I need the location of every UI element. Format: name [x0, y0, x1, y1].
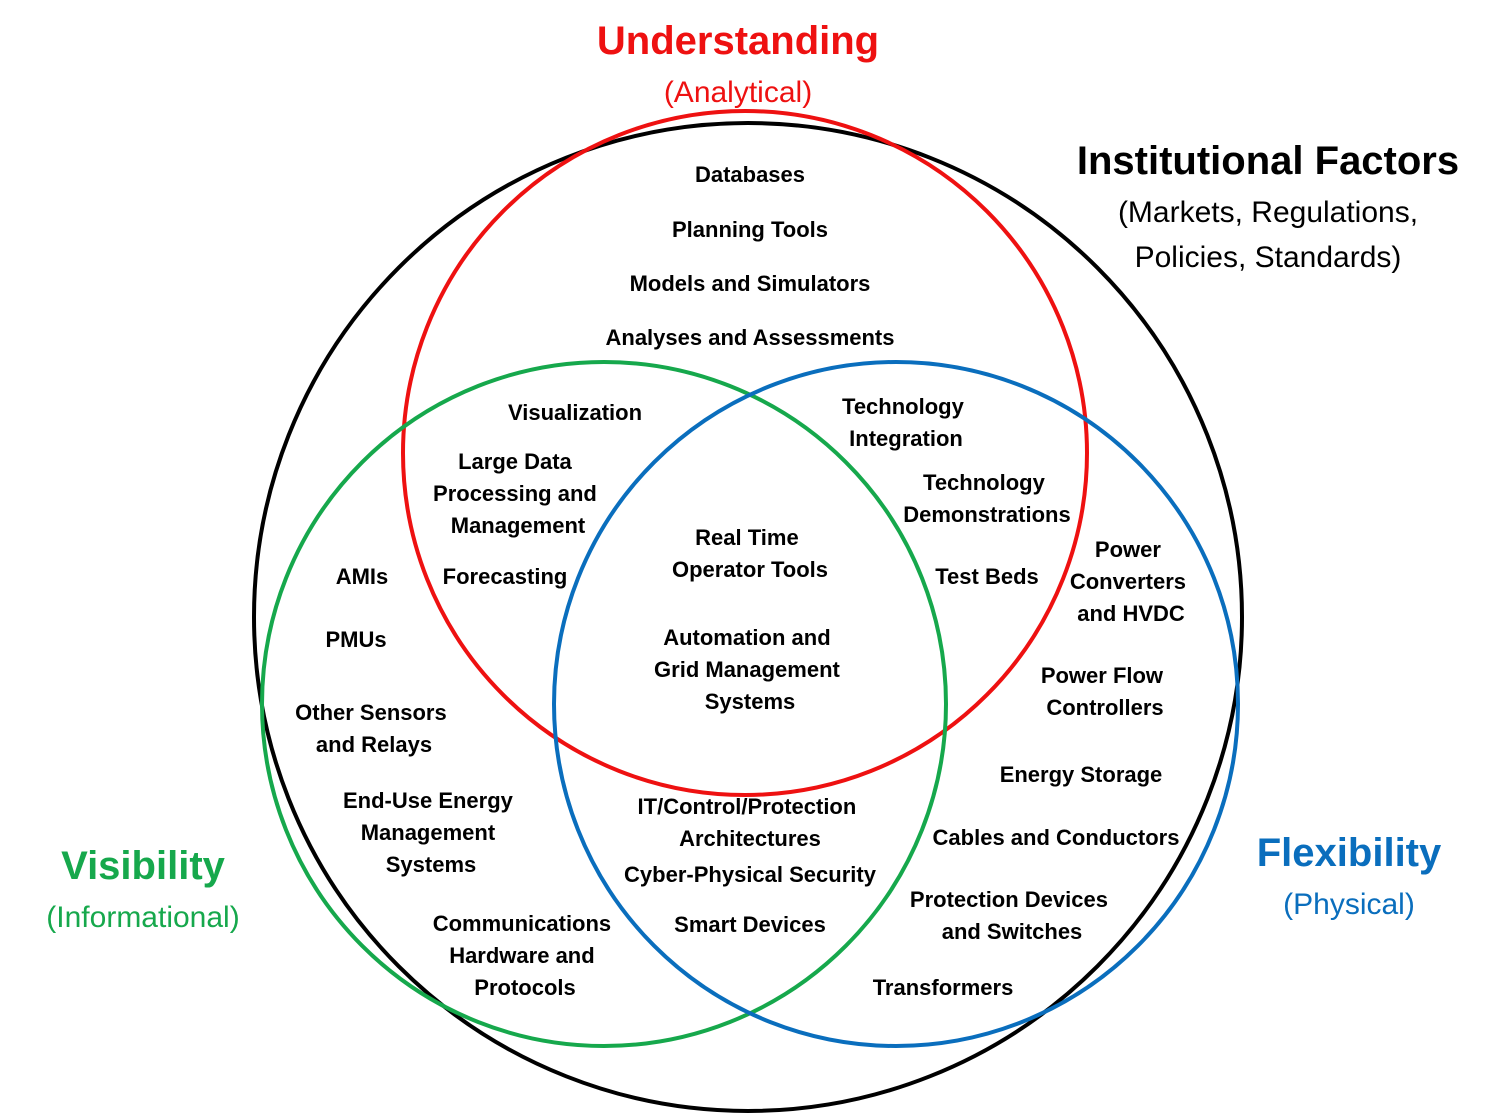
visibility-subtitle: (Informational) — [46, 901, 239, 934]
item-forecasting: Forecasting — [443, 564, 568, 589]
item-technology-integration: Technology Integration — [842, 394, 970, 451]
item-models-simulators: Models and Simulators — [630, 271, 871, 296]
flexibility-circle — [552, 360, 1240, 1048]
visibility-title: Visibility — [61, 844, 226, 888]
item-other-sensors: Other Sensors and Relays — [295, 700, 453, 757]
item-amis: AMIs — [336, 564, 389, 589]
item-cyber-physical: Cyber-Physical Security — [624, 862, 877, 887]
item-databases: Databases — [695, 162, 805, 187]
item-test-beds: Test Beds — [935, 564, 1039, 589]
institutional-title: Institutional Factors — [1077, 139, 1459, 183]
item-power-converters: Power Converters and HVDC — [1070, 537, 1192, 626]
item-end-use-energy: End-Use Energy Management Systems — [343, 788, 519, 877]
institutional-subtitle-line1: (Markets, Regulations, — [1118, 196, 1418, 229]
item-technology-demonstrations: Technology Demonstrations — [903, 470, 1070, 527]
item-visualization: Visualization — [508, 400, 642, 425]
item-energy-storage: Energy Storage — [1000, 762, 1163, 787]
understanding-title: Understanding — [597, 19, 879, 63]
institutional-factors-circle — [252, 121, 1244, 1113]
visibility-circle — [260, 360, 948, 1048]
item-cables-conductors: Cables and Conductors — [933, 825, 1180, 850]
understanding-subtitle: (Analytical) — [664, 76, 812, 109]
item-it-control: IT/Control/Protection Architectures — [638, 794, 863, 851]
flexibility-title: Flexibility — [1257, 831, 1442, 875]
item-protection-devices: Protection Devices and Switches — [910, 887, 1114, 944]
item-communications: Communications Hardware and Protocols — [433, 911, 618, 1000]
item-power-flow: Power Flow Controllers — [1041, 663, 1169, 720]
item-automation-grid: Automation and Grid Management Systems — [654, 625, 846, 714]
flexibility-subtitle: (Physical) — [1283, 888, 1415, 921]
item-smart-devices: Smart Devices — [674, 912, 826, 937]
institutional-subtitle-line2: Policies, Standards) — [1135, 241, 1402, 274]
understanding-circle — [401, 109, 1089, 797]
item-analyses-assessments: Analyses and Assessments — [606, 325, 895, 350]
item-large-data: Large Data Processing and Management — [433, 449, 603, 538]
item-transformers: Transformers — [873, 975, 1014, 1000]
item-planning-tools: Planning Tools — [672, 217, 828, 242]
item-pmus: PMUs — [325, 627, 386, 652]
item-real-time-operator-tools: Real Time Operator Tools — [672, 525, 828, 582]
